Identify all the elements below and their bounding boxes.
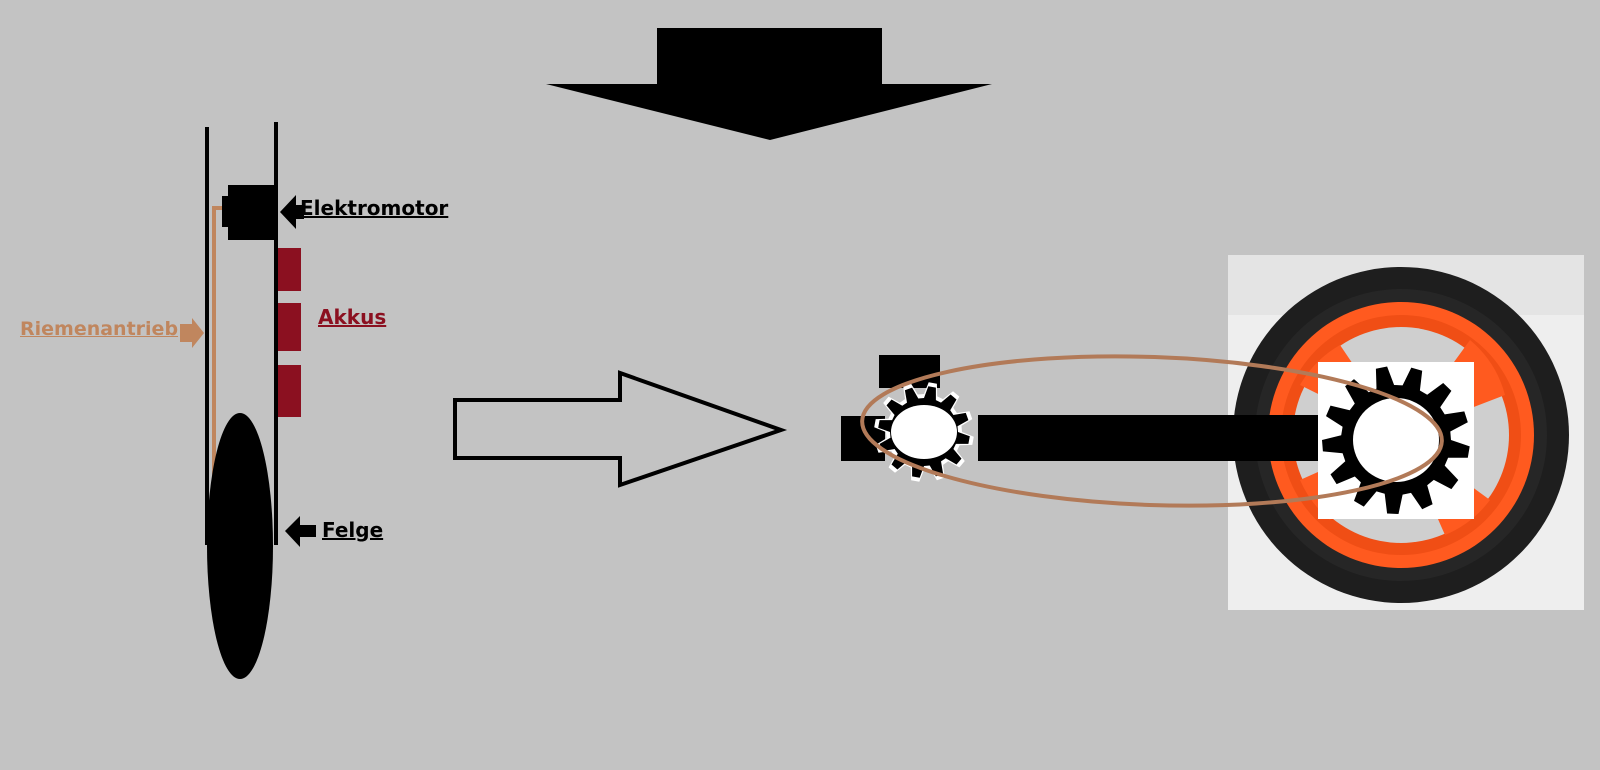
gear-hub — [891, 405, 957, 459]
gear-hub — [1353, 398, 1439, 482]
battery-cell — [278, 303, 301, 351]
axle-bar — [978, 415, 1318, 461]
label-akkus: Akkus — [318, 305, 387, 329]
arrow-left-icon — [280, 195, 304, 229]
belt-loop — [860, 354, 1444, 508]
motor-shaft — [222, 196, 234, 227]
label-elektromotor: Elektromotor — [300, 196, 449, 220]
rim-side-view — [207, 413, 273, 679]
label-felge: Felge — [322, 518, 384, 542]
top-arrow-down-icon — [546, 28, 992, 140]
battery-cell — [278, 365, 301, 417]
arrow-left-icon — [285, 516, 316, 547]
large-gear-icon — [1318, 362, 1474, 518]
middle-arrow-right-icon — [453, 370, 788, 488]
small-gear-icon — [874, 382, 974, 482]
arrow-right-icon — [180, 318, 204, 348]
battery-cell — [278, 248, 301, 291]
label-riemenantrieb: Riemenantrieb — [20, 318, 179, 340]
motor-body — [228, 185, 276, 240]
